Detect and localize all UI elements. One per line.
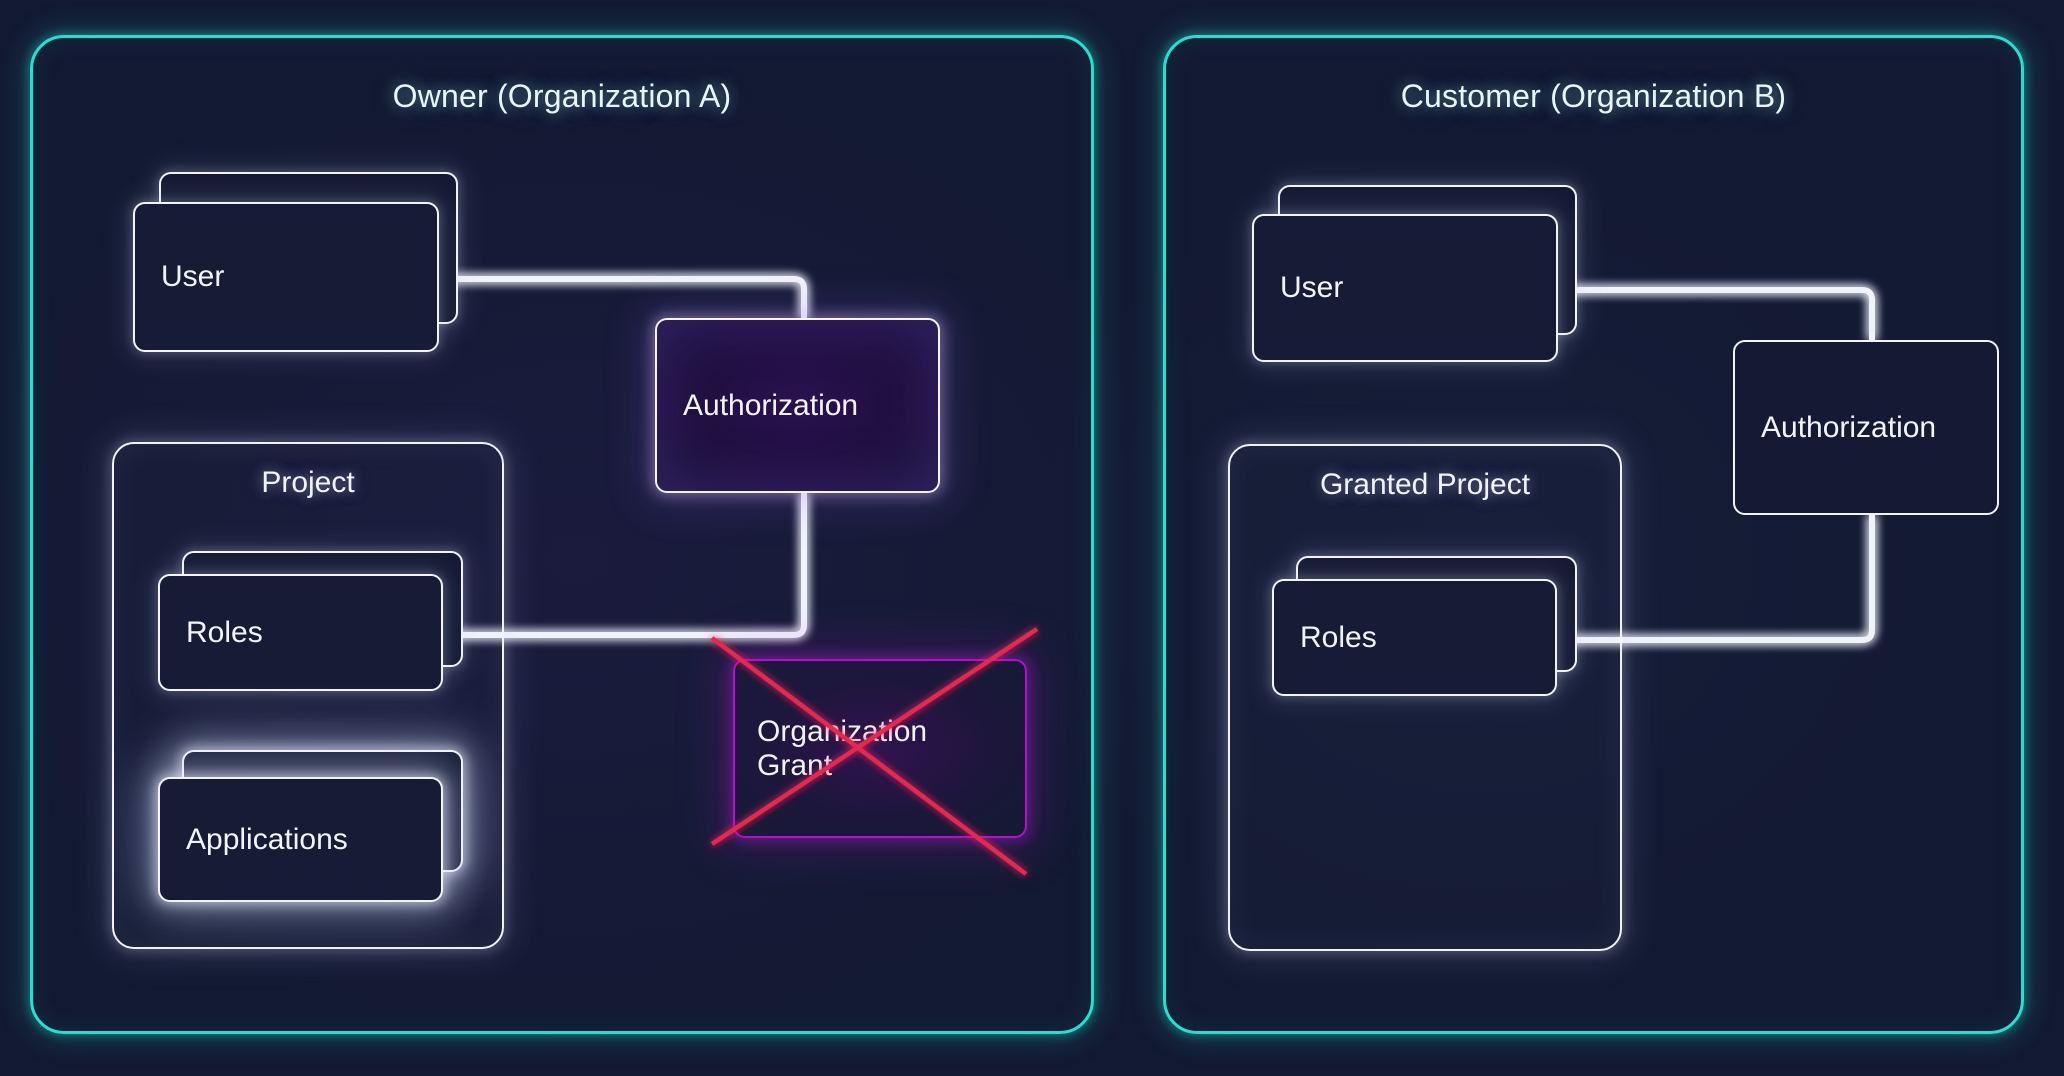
- group-owner-project-title: Project: [261, 466, 355, 499]
- node-organization-grant[interactable]: Organization Grant: [733, 659, 1027, 838]
- group-owner-project: Project: [112, 442, 504, 949]
- node-organization-grant-label: Organization Grant: [735, 715, 927, 782]
- node-organization-grant-label-line2: Grant: [757, 748, 833, 782]
- node-customer-user-label: User: [1280, 271, 1344, 304]
- node-owner-applications[interactable]: Applications: [158, 750, 463, 902]
- node-customer-user-front-card: User: [1252, 214, 1558, 362]
- node-owner-applications-label: Applications: [186, 822, 348, 856]
- group-customer-granted-project-title: Granted Project: [1319, 468, 1531, 501]
- node-customer-authorization-label: Authorization: [1761, 410, 1937, 444]
- org-panel-customer-title: Customer (Organization B): [1400, 78, 1787, 114]
- group-customer-granted-project: Granted Project: [1228, 444, 1622, 951]
- node-owner-roles[interactable]: Roles: [158, 551, 463, 691]
- connector-owner-user-to-authorization: [440, 276, 807, 318]
- connector-customer-user-to-authorization: [1560, 287, 1875, 340]
- node-owner-applications-front-card: Applications: [158, 777, 443, 902]
- node-customer-roles-front-card: Roles: [1272, 579, 1557, 696]
- node-owner-roles-label: Roles: [186, 615, 263, 649]
- connector-customer-authorization-to-roles: [1562, 515, 1875, 643]
- node-owner-authorization[interactable]: Authorization: [655, 318, 940, 493]
- node-customer-roles-label: Roles: [1300, 620, 1377, 654]
- node-owner-user-front-card: User: [133, 202, 439, 352]
- node-owner-authorization-label: Authorization: [683, 388, 859, 422]
- node-customer-user[interactable]: User: [1252, 185, 1577, 362]
- org-panel-owner: Owner (Organization A): [30, 35, 1094, 1034]
- node-owner-user[interactable]: User: [133, 172, 458, 352]
- node-owner-roles-front-card: Roles: [158, 574, 443, 691]
- node-customer-roles[interactable]: Roles: [1272, 556, 1577, 696]
- node-organization-grant-label-line1: Organization: [757, 714, 928, 748]
- node-owner-user-label: User: [161, 260, 225, 293]
- org-panel-owner-title: Owner (Organization A): [392, 78, 732, 114]
- node-customer-authorization[interactable]: Authorization: [1733, 340, 1999, 515]
- org-panel-customer: Customer (Organization B): [1163, 35, 2024, 1034]
